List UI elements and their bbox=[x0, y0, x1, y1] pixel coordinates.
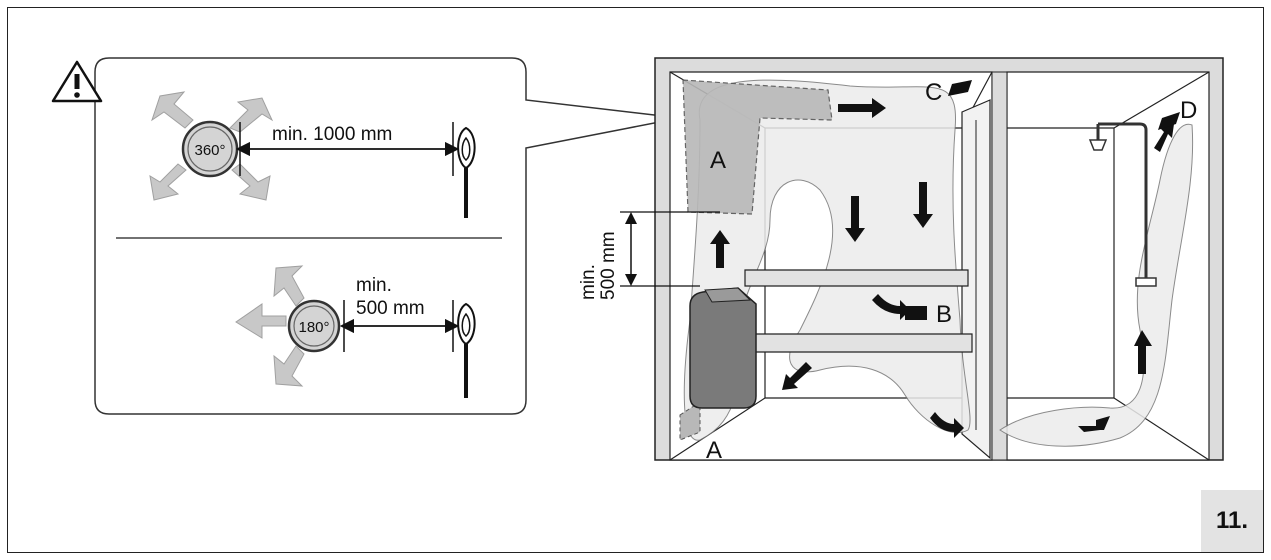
figure-frame bbox=[7, 7, 1264, 553]
distance-500-label-line1: min. bbox=[356, 275, 392, 296]
shower-icon bbox=[1088, 122, 1157, 287]
heater-360-icon: 360° bbox=[149, 91, 274, 201]
warning-icon bbox=[51, 60, 103, 103]
vent-d bbox=[1158, 112, 1180, 130]
distance-1000-label: min. 1000 mm bbox=[272, 124, 392, 145]
heater-180-icon: 180° bbox=[235, 265, 345, 387]
sensor-icon bbox=[452, 122, 476, 218]
label-d: D bbox=[1180, 97, 1197, 124]
vertical-min-label-line1: min. bbox=[578, 264, 599, 300]
figure-number: 11. bbox=[1201, 490, 1263, 552]
vertical-clearance bbox=[620, 211, 720, 287]
flow-arrows bbox=[710, 98, 1174, 438]
distance-500-label-line2: 500 mm bbox=[356, 298, 425, 319]
vertical-min-label-line2: 500 mm bbox=[598, 231, 619, 300]
angle-180-label: 180° bbox=[298, 319, 329, 336]
vent-b bbox=[905, 306, 927, 320]
label-a-upper: A bbox=[710, 147, 726, 174]
angle-360-label: 360° bbox=[194, 142, 225, 159]
label-b: B bbox=[936, 301, 952, 328]
vent-c bbox=[948, 80, 972, 96]
label-c: C bbox=[925, 79, 942, 106]
sensor-icon bbox=[452, 300, 476, 398]
label-a-lower: A bbox=[706, 437, 722, 464]
sauna-benches bbox=[744, 269, 973, 398]
sauna-heater bbox=[689, 287, 757, 409]
